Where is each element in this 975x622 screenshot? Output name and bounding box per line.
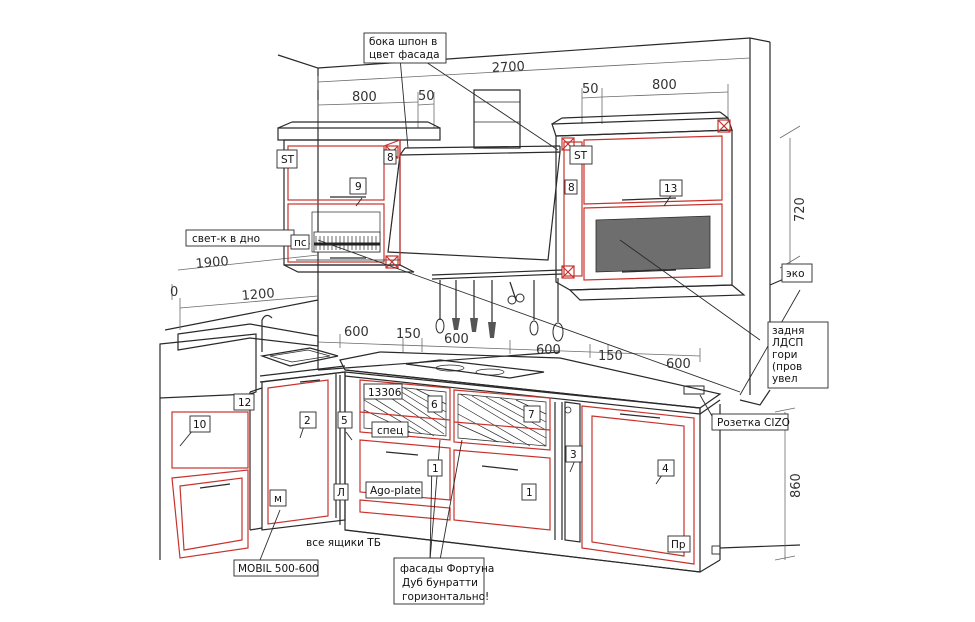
dim-total-width: 2700 <box>491 59 525 76</box>
tag-8-right: 8 <box>568 182 575 194</box>
tag-2: 2 <box>304 415 311 427</box>
dim-left-sub: 1200 <box>241 286 275 304</box>
number-tags: ST ST 8 8 9 13 пс 12 10 2 5 м Л 6 7 1 1 <box>189 145 691 553</box>
tag-12: 12 <box>238 397 251 409</box>
callout-right-cut-1: эко <box>786 268 805 280</box>
tag-10: 10 <box>193 419 206 431</box>
dimension-lines <box>171 57 801 561</box>
tag-m: м <box>274 493 282 505</box>
dim-base-height: 860 <box>789 473 804 498</box>
dim-counter-d: 600 <box>536 343 561 358</box>
dim-counter-a: 600 <box>344 325 369 340</box>
dim-left-edge: 0 <box>170 285 178 300</box>
upper-left-cabinet <box>277 121 441 273</box>
tag-1a: 1 <box>432 463 439 475</box>
range-hood <box>387 89 561 261</box>
callout-under-light: свет-к в дно <box>192 233 260 245</box>
callout-all-drawers: все ящики ТБ <box>306 537 381 549</box>
callouts: бока шпон в цвет фасада свет-к в дно Роз… <box>185 32 829 605</box>
tag-l: Л <box>337 487 345 499</box>
callout-spec: спец <box>377 425 403 437</box>
callout-facade-3: горизонтально! <box>402 591 489 603</box>
dim-counter-e: 150 <box>598 349 623 364</box>
callout-facade-1: фасады Фортуна <box>400 563 494 575</box>
tag-1b: 1 <box>526 487 533 499</box>
countertop <box>177 314 722 415</box>
callout-facade-2: Дуб бунратти <box>402 577 478 589</box>
tag-pr: Пр <box>671 539 686 551</box>
dim-counter-b: 150 <box>396 327 421 342</box>
tag-st-left: ST <box>281 154 295 166</box>
dish-rack <box>313 231 381 253</box>
dim-counter-c: 600 <box>444 332 469 347</box>
utensil-rail <box>431 269 564 342</box>
callout-code: 13306 <box>368 387 402 399</box>
callout-right-cut-2d: (пров <box>772 361 802 373</box>
dim-upper-height: 720 <box>793 197 808 222</box>
dim-counter-f: 600 <box>666 357 691 372</box>
callout-right-cut-2a: задня <box>772 325 804 337</box>
tag-7: 7 <box>528 409 535 421</box>
callout-socket: Розетка CIZO <box>717 417 790 429</box>
dim-upper-left-width: 800 <box>352 90 377 105</box>
tag-8-left: 8 <box>387 152 394 164</box>
tag-5: 5 <box>341 415 348 427</box>
dimension-labels: 2700 800 50 50 800 720 1900 1200 0 600 1… <box>170 59 808 498</box>
callout-mobil: MOBIL 500-600 <box>238 563 319 575</box>
tag-6: 6 <box>431 399 438 411</box>
tag-3: 3 <box>570 449 577 461</box>
dim-left-run: 1900 <box>195 254 229 272</box>
callout-ago-plate: Ago-plate <box>370 485 421 497</box>
callout-right-cut-2c: гори <box>772 349 797 361</box>
callout-side-veneer-1: бока шпон в <box>369 36 437 48</box>
tag-4: 4 <box>662 463 669 475</box>
tag-9: 9 <box>355 181 362 193</box>
tag-13: 13 <box>664 183 677 195</box>
dim-upper-left-gap: 50 <box>418 89 435 104</box>
base-cabinets <box>159 333 721 573</box>
callout-right-cut-2e: увел <box>772 373 798 385</box>
tag-st-right: ST <box>574 150 588 162</box>
tag-ps: пс <box>294 237 307 249</box>
dim-upper-right-gap: 50 <box>582 82 599 97</box>
callout-right-cut-2b: ЛДСП <box>772 337 803 349</box>
callout-side-veneer-2: цвет фасада <box>369 49 440 61</box>
dim-upper-right-width: 800 <box>652 78 677 93</box>
upper-right-cabinet <box>551 111 746 301</box>
